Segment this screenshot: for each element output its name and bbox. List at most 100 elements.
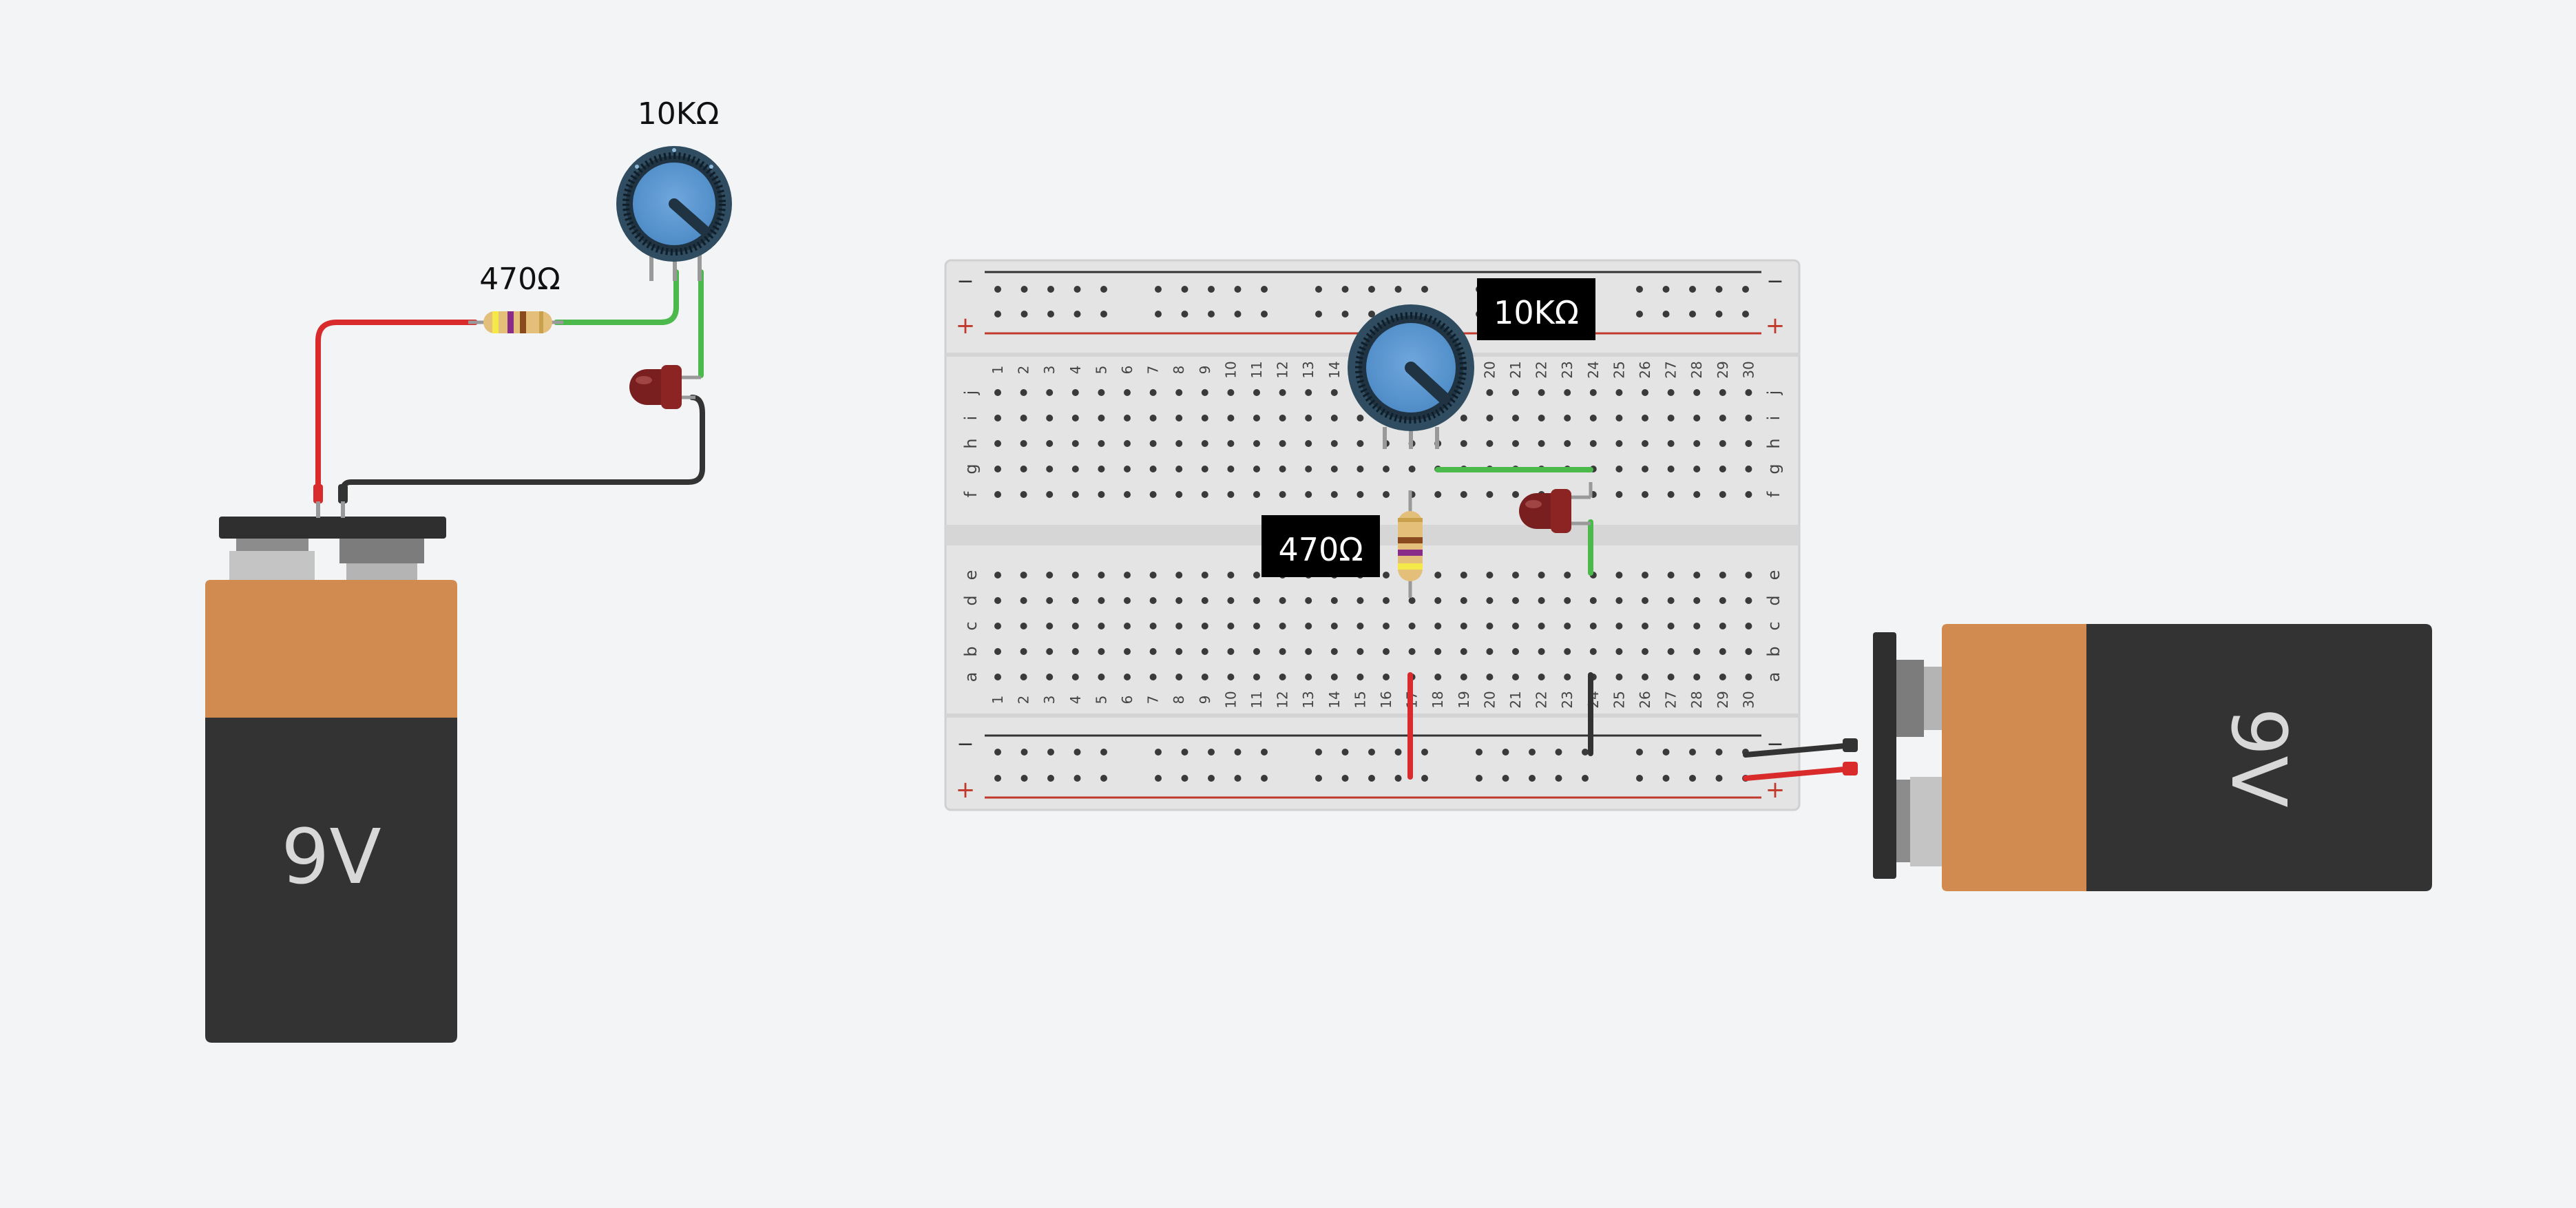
breadboard-hole[interactable] [1261,286,1268,293]
breadboard-hole[interactable] [1020,572,1027,579]
breadboard-hole[interactable] [994,286,1001,293]
breadboard-hole[interactable] [1175,674,1183,680]
breadboard-hole[interactable] [1100,749,1107,756]
breadboard-hole[interactable] [1512,623,1519,629]
breadboard-hole[interactable] [1636,311,1643,317]
breadboard-hole[interactable] [1155,775,1162,782]
breadboard-hole[interactable] [1074,286,1081,293]
breadboard-hole[interactable] [1046,466,1054,472]
breadboard-hole[interactable] [1745,623,1752,629]
breadboard-hole[interactable] [1689,286,1696,293]
breadboard-hole[interactable] [1330,491,1338,498]
breadboard-hole[interactable] [1582,775,1589,782]
breadboard-hole[interactable] [1529,775,1536,782]
breadboard-hole[interactable] [1098,491,1105,498]
breadboard-hole[interactable] [1662,749,1670,756]
breadboard-hole[interactable] [1201,648,1208,655]
breadboard-hole[interactable] [1181,749,1188,756]
breadboard-hole[interactable] [1564,415,1571,421]
breadboard-hole[interactable] [1046,674,1054,680]
breadboard-hole[interactable] [1175,623,1183,629]
breadboard-hole[interactable] [1253,674,1260,680]
breadboard-hole[interactable] [1421,775,1428,782]
breadboard-hole[interactable] [1234,775,1242,782]
breadboard-hole[interactable] [1253,466,1260,472]
breadboard-hole[interactable] [1615,440,1623,447]
bb-battery-black-lead[interactable] [1743,742,1855,758]
breadboard-hole[interactable] [1047,286,1054,293]
breadboard-hole[interactable] [1357,623,1364,629]
breadboard-hole[interactable] [1564,440,1571,447]
breadboard-hole[interactable] [1253,389,1260,396]
breadboard-hole[interactable] [1564,572,1571,579]
breadboard-hole[interactable] [1693,440,1701,447]
breadboard-hole[interactable] [1261,749,1268,756]
breadboard-hole[interactable] [1460,623,1467,629]
breadboard-hole[interactable] [1383,623,1390,629]
breadboard-hole[interactable] [1538,674,1545,680]
breadboard-hole[interactable] [994,674,1001,680]
breadboard-hole[interactable] [1529,749,1536,756]
breadboard-hole[interactable] [1201,623,1208,629]
breadboard-hole[interactable] [1460,597,1467,604]
breadboard-hole[interactable] [1615,491,1623,498]
breadboard-hole[interactable] [1368,286,1375,293]
breadboard-hole[interactable] [1330,440,1338,447]
breadboard-hole[interactable] [1149,648,1157,655]
breadboard-hole[interactable] [1100,286,1107,293]
breadboard-hole[interactable] [1486,674,1494,680]
breadboard-hole[interactable] [1020,466,1027,472]
breadboard-hole[interactable] [1227,440,1235,447]
breadboard-hole[interactable] [1693,415,1701,421]
breadboard-hole[interactable] [1719,674,1726,680]
breadboard-hole[interactable] [994,775,1001,782]
breadboard-hole[interactable] [1693,491,1701,498]
breadboard-hole[interactable] [1538,623,1545,629]
breadboard-hole[interactable] [1330,466,1338,472]
breadboard-hole[interactable] [1227,415,1235,421]
breadboard-hole[interactable] [1538,415,1545,421]
breadboard-hole[interactable] [1486,389,1494,396]
breadboard-hole[interactable] [1124,440,1131,447]
breadboard-hole[interactable] [1175,415,1183,421]
breadboard-hole[interactable] [1615,648,1623,655]
breadboard-hole[interactable] [1394,749,1402,756]
breadboard-hole[interactable] [1071,648,1079,655]
breadboard-hole[interactable] [1689,775,1696,782]
breadboard-hole[interactable] [1357,466,1364,472]
breadboard-hole[interactable] [1589,623,1597,629]
breadboard-hole[interactable] [1719,597,1726,604]
schematic-resistor[interactable] [468,311,563,333]
breadboard-hole[interactable] [1512,572,1519,579]
breadboard-hole[interactable] [1253,415,1260,421]
breadboard-hole[interactable] [1693,674,1701,680]
breadboard-hole[interactable] [1253,648,1260,655]
breadboard-hole[interactable] [1020,749,1028,756]
bb-battery[interactable] [1743,624,2432,891]
breadboard-hole[interactable] [1253,491,1260,498]
breadboard-hole[interactable] [1305,648,1312,655]
breadboard-hole[interactable] [1047,775,1054,782]
breadboard-hole[interactable] [1181,311,1188,317]
breadboard-hole[interactable] [1201,415,1208,421]
breadboard-hole[interactable] [1693,466,1701,472]
breadboard-hole[interactable] [1368,775,1375,782]
breadboard-hole[interactable] [1227,466,1235,472]
schematic-green-wire-pot-to-resistor[interactable] [554,269,679,325]
breadboard-hole[interactable] [1046,597,1054,604]
breadboard-hole[interactable] [1341,286,1349,293]
breadboard-hole[interactable] [1512,648,1519,655]
breadboard-hole[interactable] [1341,749,1349,756]
bb-potentiometer[interactable] [1348,304,1474,449]
breadboard-hole[interactable] [1357,415,1364,421]
breadboard-hole[interactable] [1020,415,1027,421]
breadboard-hole[interactable] [1175,440,1183,447]
breadboard-hole[interactable] [1201,440,1208,447]
breadboard-hole[interactable] [1253,572,1260,579]
breadboard-hole[interactable] [1305,389,1312,396]
schematic-potentiometer[interactable] [616,146,732,281]
breadboard-hole[interactable] [1020,674,1027,680]
breadboard-hole[interactable] [1227,572,1235,579]
breadboard-hole[interactable] [1719,466,1726,472]
breadboard-hole[interactable] [1071,623,1079,629]
